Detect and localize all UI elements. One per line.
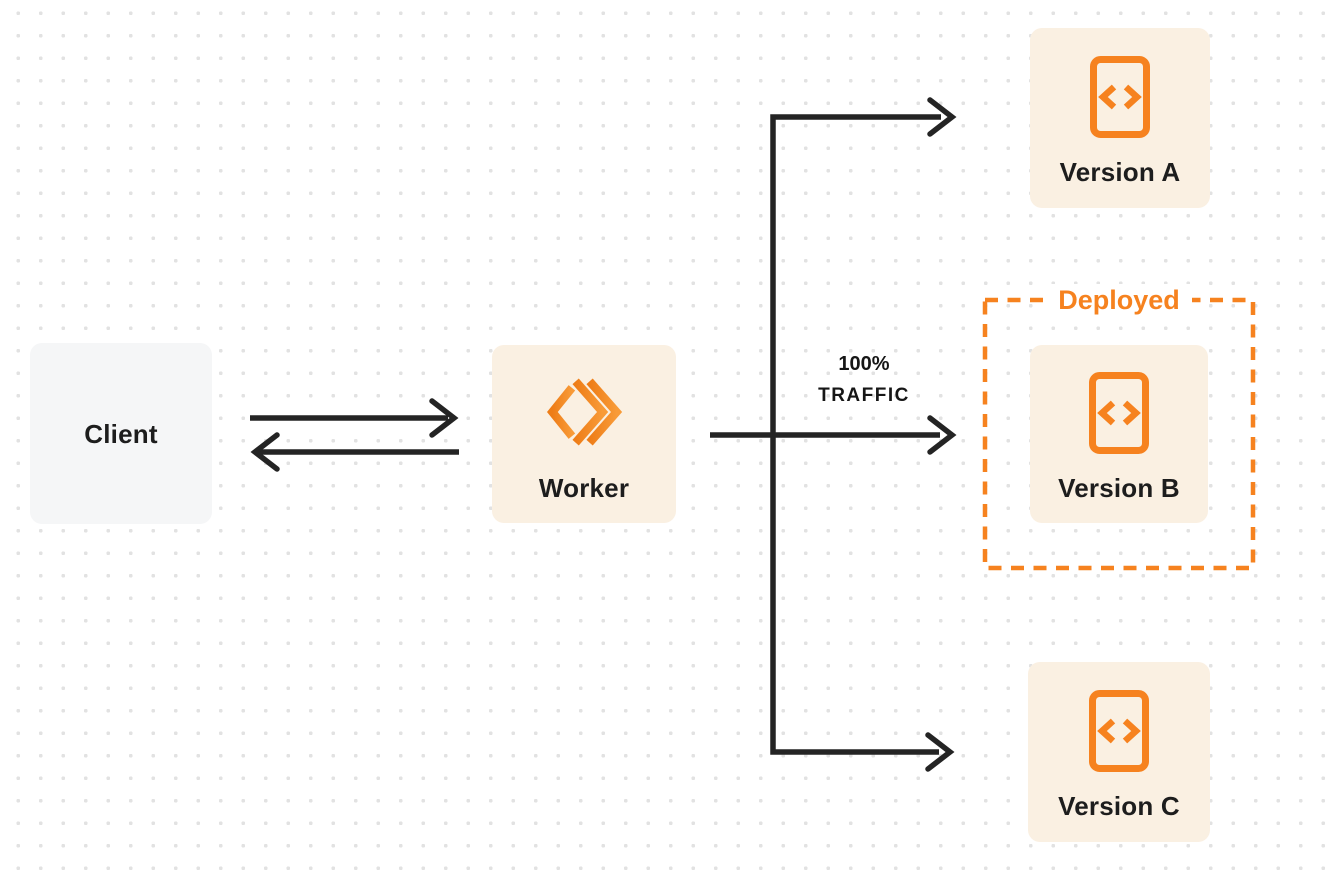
code-file-icon bbox=[1090, 56, 1150, 138]
version-b-label: Version B bbox=[1058, 473, 1180, 503]
traffic-word-text: TRAFFIC bbox=[818, 385, 910, 406]
code-file-icon bbox=[1089, 690, 1149, 772]
worker-label: Worker bbox=[538, 473, 630, 503]
branch-line bbox=[770, 114, 941, 755]
version-a-node: Version A bbox=[1030, 28, 1210, 208]
traffic-edge-label: 100% TRAFFIC bbox=[779, 349, 949, 411]
worker-to-version-b-arrowhead-icon bbox=[927, 415, 957, 455]
client-to-worker-arrowhead-icon bbox=[429, 398, 459, 438]
code-file-icon bbox=[1089, 372, 1149, 454]
worker-to-client-arrowhead-icon bbox=[250, 432, 280, 472]
client-label: Client bbox=[84, 418, 158, 449]
branch-to-version-a-arrowhead-icon bbox=[927, 97, 957, 137]
version-c-label: Version C bbox=[1058, 791, 1180, 821]
worker-node: Worker bbox=[492, 345, 676, 523]
branch-to-version-c-arrowhead-icon bbox=[925, 732, 955, 772]
cloudflare-workers-logo-icon bbox=[546, 378, 623, 446]
version-a-label: Version A bbox=[1059, 157, 1181, 187]
version-c-node: Version C bbox=[1028, 662, 1210, 842]
client-node: Client bbox=[30, 343, 212, 524]
traffic-percent-text: 100% bbox=[838, 353, 890, 375]
version-b-node: Version B bbox=[1030, 345, 1208, 523]
